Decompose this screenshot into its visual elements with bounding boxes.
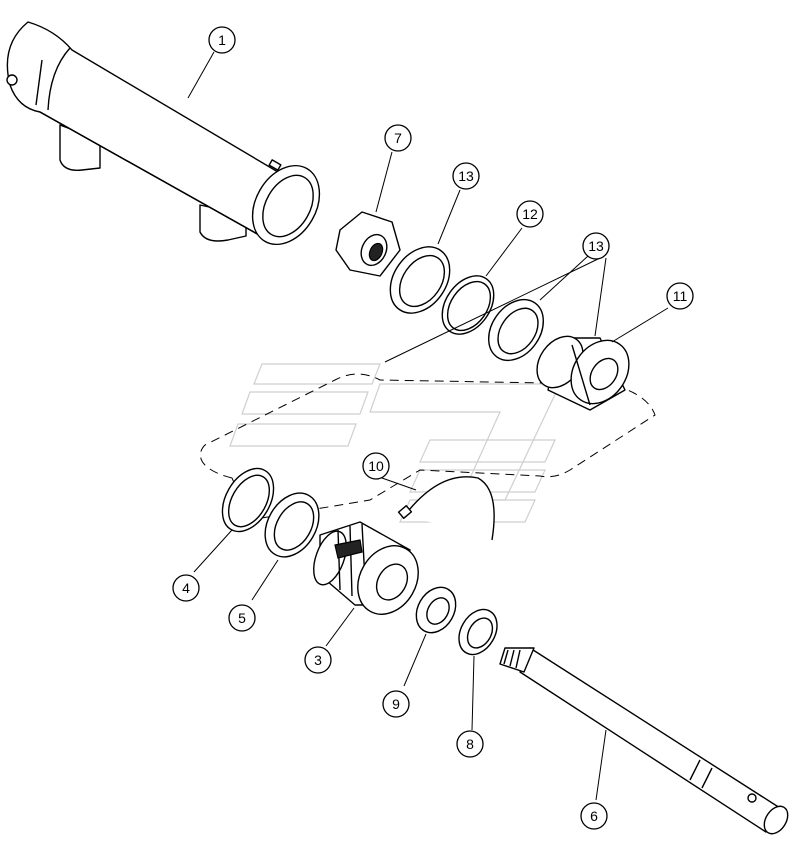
barrel-part-1: [6, 21, 321, 246]
kit-outline-dashed: [200, 373, 656, 521]
callout-13-upper: 13: [452, 162, 480, 190]
svg-text:13: 13: [458, 168, 474, 184]
callout-8: 8: [456, 730, 484, 758]
callout-12: 12: [516, 200, 544, 228]
callout-5: 5: [228, 604, 256, 632]
seal-ring-part-5: [264, 492, 320, 558]
seal-part-8: [458, 608, 498, 656]
svg-text:10: 10: [368, 458, 384, 474]
ring-part-12: [441, 275, 495, 335]
callout-4: 4: [172, 574, 200, 602]
callout-13-right: 13: [582, 232, 610, 260]
svg-text:8: 8: [466, 736, 474, 752]
svg-text:5: 5: [238, 610, 246, 626]
callout-3: 3: [304, 646, 332, 674]
hex-nut-part-7: [335, 211, 401, 277]
washer-part-9: [415, 586, 457, 634]
svg-text:13: 13: [588, 238, 604, 254]
svg-text:12: 12: [522, 206, 538, 222]
gland-part-11: [536, 335, 630, 411]
leader-lines: [187, 51, 669, 801]
watermark-logo: [229, 363, 561, 523]
callout-6: 6: [580, 802, 608, 830]
svg-text:9: 9: [392, 696, 400, 712]
ring-part-4: [221, 467, 275, 533]
callout-7: 7: [384, 124, 412, 152]
svg-text:4: 4: [182, 580, 190, 596]
svg-text:1: 1: [218, 32, 226, 48]
seal-ring-part-13-upper: [389, 246, 451, 314]
svg-text:3: 3: [314, 652, 322, 668]
wire-ring-part-10: [397, 476, 495, 541]
svg-text:6: 6: [590, 808, 598, 824]
callout-10: 10: [362, 452, 390, 480]
seal-ring-part-13-right: [488, 298, 544, 362]
callout-11: 11: [666, 282, 694, 310]
callout-9: 9: [382, 690, 410, 718]
piston-rod-part-6: [499, 647, 789, 835]
callout-1: 1: [208, 26, 236, 54]
svg-text:11: 11: [673, 288, 688, 304]
svg-text:7: 7: [394, 130, 402, 146]
piston-part-3: [313, 521, 419, 615]
